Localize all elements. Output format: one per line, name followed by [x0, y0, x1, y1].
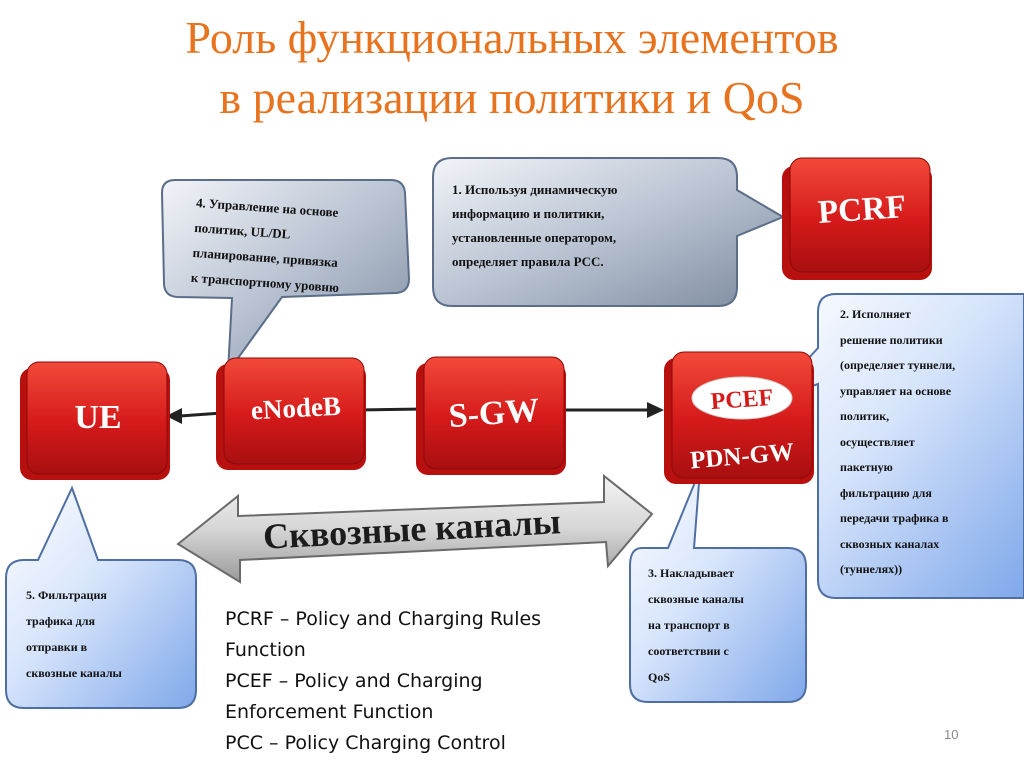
callout-5-line: 5. Фильтрация — [26, 588, 107, 602]
callout-2-line: управляет на основе — [840, 383, 952, 398]
callout-1-line: установленные оператором, — [452, 230, 617, 245]
callout-4-bubble — [160, 179, 411, 376]
callout-3-line: 3. Накладывает — [648, 566, 735, 580]
callout-2-line: осуществляет — [840, 434, 915, 449]
pcef-label: PCEF — [710, 385, 774, 415]
callout-2-line: (туннелях)) — [840, 562, 903, 576]
callout-5-bubble — [5, 485, 197, 709]
callout-5-line: трафика для — [26, 614, 95, 628]
node-pcrf-label: PCRF — [817, 189, 907, 231]
node-ue: UE — [20, 361, 170, 480]
link-enodeb-sgw — [357, 407, 425, 412]
legend-line: PCEF – Policy and Charging — [225, 670, 483, 692]
callout-3-bubble — [629, 469, 807, 703]
callout-3-line: QoS — [648, 670, 671, 684]
pcef-badge — [691, 376, 793, 420]
legend-line: Enforcement Function — [225, 701, 434, 723]
slide-title: Роль функциональных элементов в реализац… — [0, 8, 1024, 128]
node-enodeb: eNodeB — [216, 357, 366, 470]
callout-3-line: сквозные каналы — [648, 592, 744, 606]
page-number: 10 — [944, 727, 959, 742]
node-enodeb-label: eNodeB — [250, 391, 341, 426]
callout-2-line: политик, — [840, 409, 890, 423]
bearer-label: Сквозные каналы — [262, 501, 561, 557]
callout-5-line: отправки в — [26, 640, 88, 654]
callout-5-line: сквозные каналы — [26, 666, 122, 680]
callout-2-line: 2. Исполняет — [840, 307, 911, 321]
callout-2-line: передачи трафика в — [840, 511, 949, 525]
callout-3-line: соответствии с — [648, 644, 729, 658]
abbreviations-legend: PCRF – Policy and Charging Rules Functio… — [225, 604, 605, 759]
callout-1-line: информацию и политики, — [452, 206, 605, 221]
node-pcrf: PCRF — [782, 157, 932, 280]
callout-1-bubble — [432, 157, 786, 307]
legend-line: PCC – Policy Charging Control — [225, 732, 506, 754]
callout-2-text: 2. Исполняет решение политики (определяе… — [840, 302, 955, 583]
callout-1-line: определяет правила PCC. — [452, 254, 604, 269]
callout-2-line: пакетную — [840, 460, 893, 474]
legend-line: PCRF – Policy and Charging Rules — [225, 608, 542, 630]
node-ue-label: UE — [74, 399, 121, 436]
callout-2-line: сквозных каналах — [840, 536, 940, 551]
callout-2-line: фильтрацию для — [840, 485, 932, 500]
callout-5-text: 5. Фильтрация трафика для отправки в скв… — [26, 582, 122, 686]
link-ue-enodeb — [166, 408, 223, 424]
slide-title-line-1: Роль функциональных элементов — [185, 12, 839, 63]
legend-line: Function — [225, 639, 306, 661]
node-sgw: S-GW — [416, 356, 566, 475]
node-sgw-label: S-GW — [447, 392, 540, 435]
link-sgw-pdngw — [560, 402, 664, 418]
callout-1-text: 1. Используя динамическую информацию и п… — [452, 178, 617, 274]
node-pdngw: PCEF PDN-GW — [664, 351, 814, 484]
callout-2-line: решение политики — [840, 332, 943, 347]
callout-2-bubble — [765, 293, 1024, 599]
callout-1-line: 1. Используя динамическую — [452, 182, 618, 197]
callout-2-line: (определяет туннели, — [840, 358, 956, 372]
callout-4-text: 4. Управление на основе политик, UL/DL п… — [190, 190, 345, 300]
bearer-double-arrow: Сквозные каналы — [176, 473, 654, 584]
slide-title-line-2: в реализации политики и QoS — [219, 72, 805, 123]
callout-3-line: на транспорт в — [648, 618, 730, 632]
callout-3-text: 3. Накладывает сквозные каналы на трансп… — [648, 560, 744, 690]
